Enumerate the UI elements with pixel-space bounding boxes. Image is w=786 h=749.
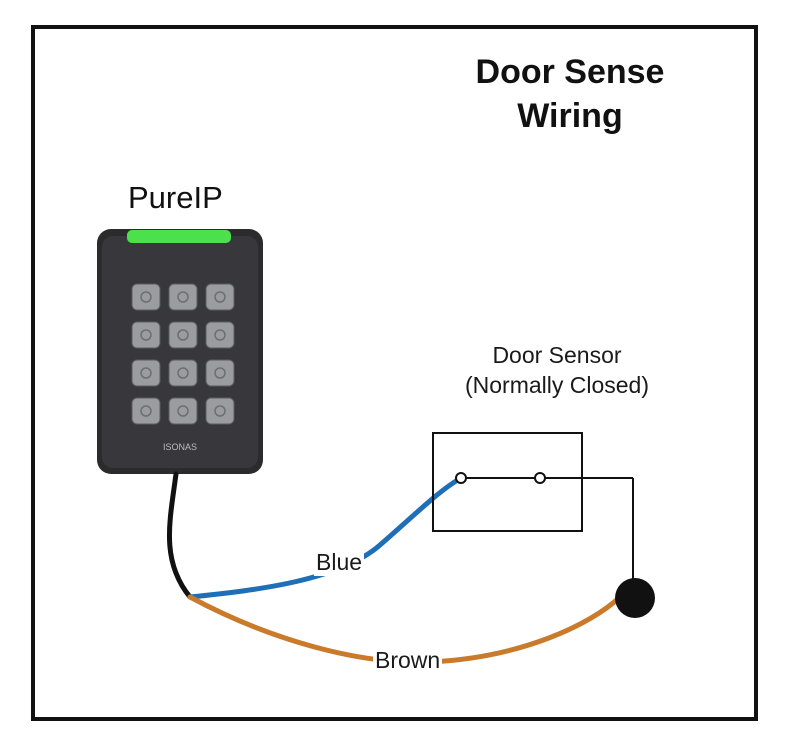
blue-wire-label: Blue [314,549,365,576]
keypad-key-glyph [140,367,152,379]
keypad-key-glyph [140,329,152,341]
keypad-key [168,359,198,387]
keypad-key-glyph [140,405,152,417]
keypad-key [168,283,198,311]
door-sensor-label: Door Sensor (Normally Closed) [422,340,692,400]
keypad-key [131,397,161,425]
device-name-label: PureIP [128,180,223,215]
door-sensor-box [432,432,583,532]
keypad-key [168,397,198,425]
keypad-key [131,283,161,311]
reader-cable [167,471,193,600]
sensor-label-line-1: Door Sensor [492,342,622,368]
brown-wire-label: Brown [373,647,443,674]
keypad-key-glyph [214,291,226,303]
keypad-key-glyph [177,405,189,417]
diagram-frame [31,25,758,721]
title-line-1: Door Sense [475,53,665,91]
keypad-key [131,359,161,387]
keypad [131,283,235,425]
keypad-key [168,321,198,349]
keypad-key [205,397,235,425]
sensor-label-line-2: (Normally Closed) [464,372,650,398]
keypad-key-glyph [177,329,189,341]
keypad-key-glyph [214,405,226,417]
reader-face [102,236,258,468]
keypad-key-glyph [177,367,189,379]
keypad-key-glyph [140,291,152,303]
wire-junction [615,578,655,618]
reader-device: ISONAS [97,229,263,474]
keypad-key [131,321,161,349]
reader-led-bar [127,230,231,243]
keypad-key [205,359,235,387]
title-line-2: Wiring [517,97,623,135]
diagram-title: Door Sense Wiring [440,50,700,138]
keypad-key-glyph [214,367,226,379]
blue-wire [187,475,464,600]
sensor-terminal-right [534,472,546,484]
keypad-key-glyph [177,291,189,303]
keypad-key [205,321,235,349]
keypad-key-glyph [214,329,226,341]
reader-brand-text: ISONAS [163,442,197,452]
sensor-terminal-left [455,472,467,484]
keypad-key [205,283,235,311]
